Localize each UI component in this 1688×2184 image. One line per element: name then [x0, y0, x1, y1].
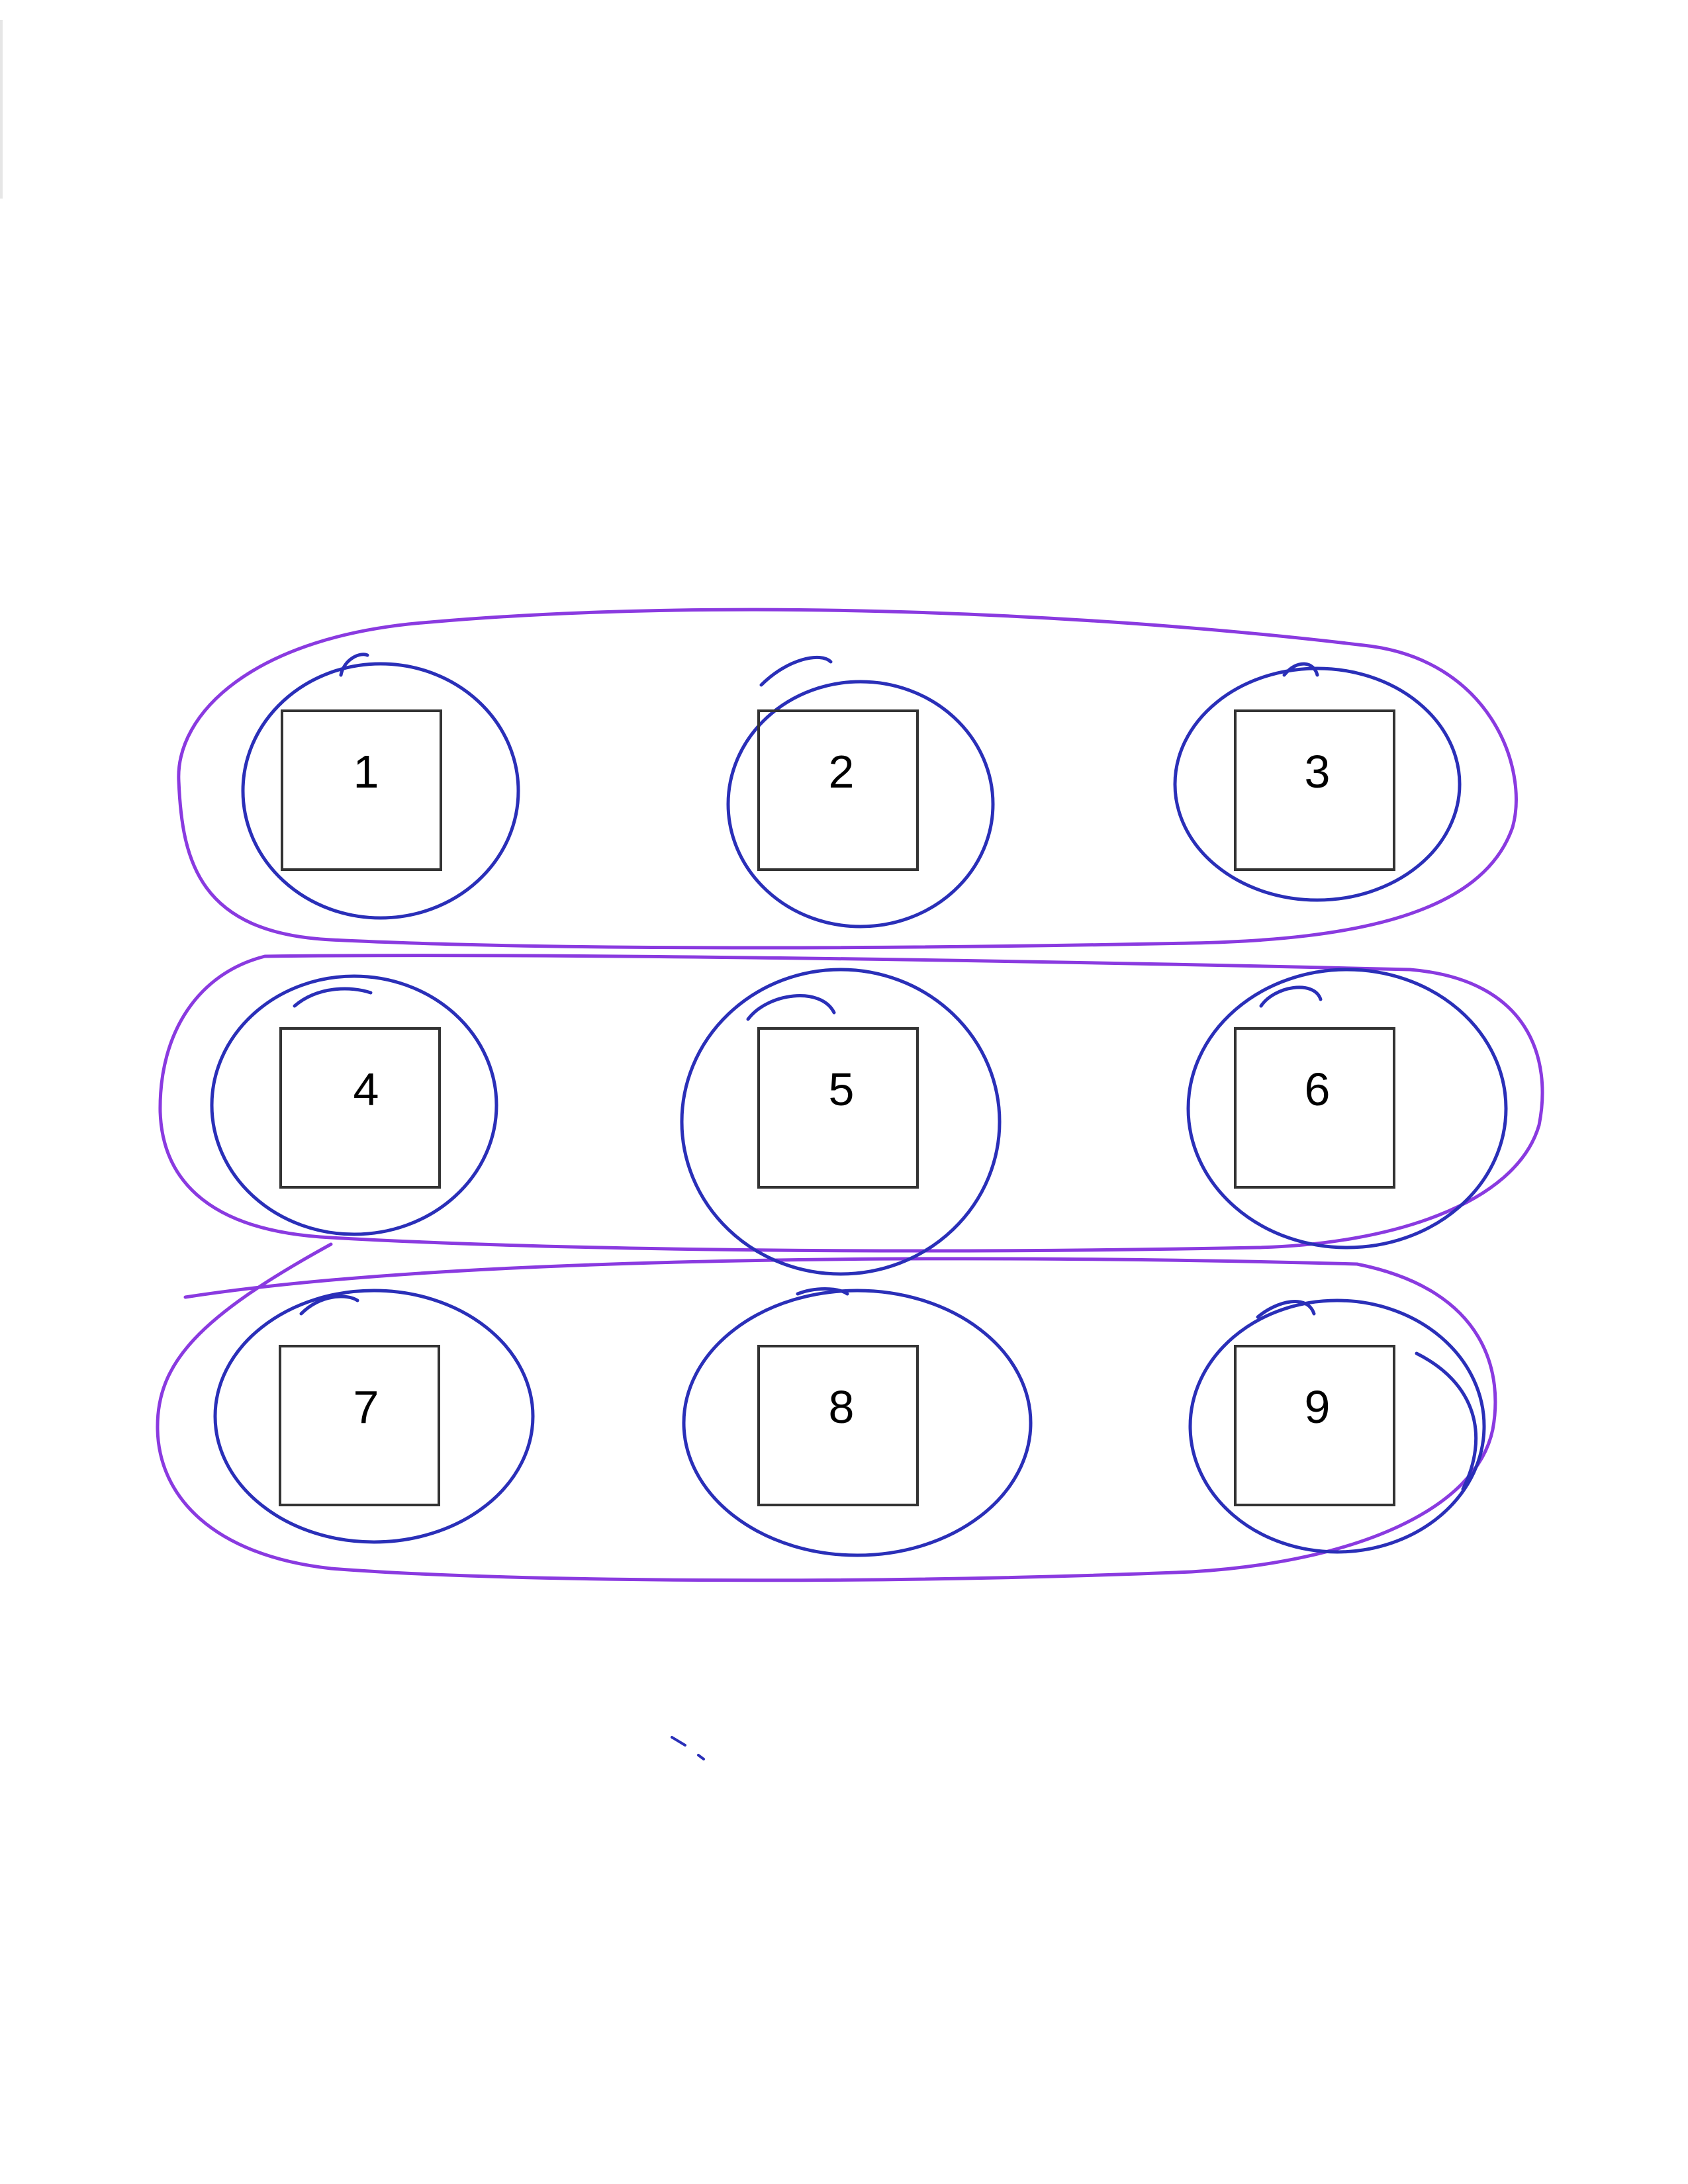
box-label-8: 8: [829, 1381, 855, 1433]
stray-mark-2: [697, 1754, 705, 1760]
box-label-3: 3: [1305, 746, 1331, 797]
box-label-6: 6: [1305, 1064, 1331, 1115]
stray-marks: [671, 1736, 705, 1760]
item-circle-8: [682, 1289, 1033, 1557]
item-circle-8-tail: [796, 1287, 849, 1296]
stray-mark-1: [671, 1736, 686, 1747]
item-circle-9: [1188, 1298, 1486, 1554]
box-3: [1234, 709, 1395, 871]
item-circle-1: [241, 662, 520, 920]
item-circle-5: [680, 968, 1002, 1276]
scan-edge-shadow: [0, 20, 3, 199]
item-circle-2: [726, 680, 995, 929]
box-label-9: 9: [1305, 1381, 1331, 1433]
box-5: [757, 1027, 919, 1189]
item-circle-5-tail: [746, 994, 836, 1021]
box-label-5: 5: [829, 1064, 855, 1115]
item-circle-4-tail: [293, 987, 373, 1008]
box-label-4: 4: [353, 1064, 379, 1115]
box-4: [279, 1027, 441, 1189]
box-8: [757, 1345, 919, 1506]
item-circle-3-tail: [1282, 662, 1319, 677]
box-1: [281, 709, 442, 871]
box-label-1: 1: [353, 746, 379, 797]
item-circle-9-tail: [1256, 1300, 1316, 1319]
row-loop-1: [177, 608, 1518, 950]
box-grid: [279, 709, 1395, 1506]
item-circle-6-tail: [1259, 985, 1323, 1008]
box-9: [1234, 1345, 1395, 1506]
box-label-7: 7: [353, 1381, 379, 1433]
box-label-2: 2: [829, 746, 855, 797]
item-circle-2-tail: [759, 656, 833, 687]
item-circles: [210, 653, 1508, 1557]
box-6: [1234, 1027, 1395, 1189]
box-7: [279, 1345, 440, 1506]
item-circle-3: [1173, 666, 1462, 902]
box-2: [757, 709, 919, 871]
box-labels: 1 2 3 4 5 6 7 8 9: [353, 746, 1331, 1433]
item-circle-1-tail: [339, 653, 369, 677]
item-circle-7-tail: [299, 1295, 359, 1316]
row-loop-3: [156, 1242, 1497, 1582]
item-circle-6: [1186, 968, 1508, 1250]
item-circle-4: [210, 974, 498, 1236]
item-circle-7: [213, 1289, 535, 1544]
item-circle-9-loop-stroke: [1415, 1351, 1477, 1491]
